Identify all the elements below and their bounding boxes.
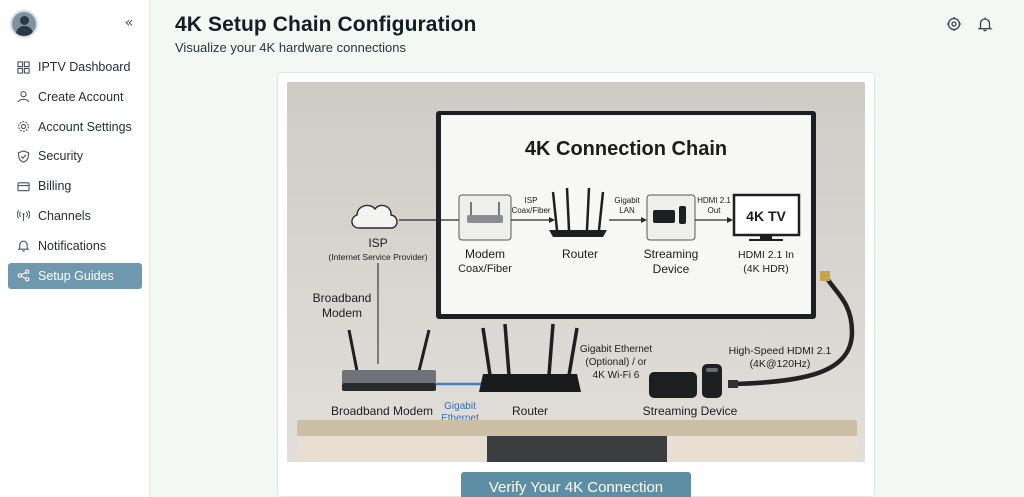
sidebar-item-label: Notifications [38,238,107,253]
svg-text:HDMI 2.1 In: HDMI 2.1 In [738,249,794,261]
svg-text:Router: Router [562,247,598,261]
sidebar-item-channels[interactable]: Channels [8,203,142,229]
sidebar: « IPTV Dashboard Create Account Account … [0,0,150,497]
cloud-icon [351,204,398,229]
double-chevron-left-icon[interactable]: « [124,15,134,31]
sidebar-item-label: Security [38,149,84,164]
sidebar-item-billing[interactable]: Billing [8,173,142,199]
svg-text:Coax/Fiber: Coax/Fiber [511,206,550,215]
tv-title: 4K Connection Chain [525,138,727,160]
sidebar-item-label: Create Account [38,89,124,104]
svg-text:Modem: Modem [322,306,362,320]
sidebar-item-create-account[interactable]: Create Account [8,84,142,110]
svg-text:(Internet Service Provider): (Internet Service Provider) [328,252,427,262]
svg-text:Coax/Fiber: Coax/Fiber [458,263,512,275]
svg-text:Broadband: Broadband [313,291,372,305]
avatar[interactable] [10,10,38,38]
sidebar-item-label: Channels [38,208,91,223]
svg-text:ISP: ISP [525,196,538,205]
svg-text:Streaming Device: Streaming Device [643,404,738,418]
svg-text:Out: Out [708,206,722,215]
broadband-modem-icon [342,329,436,391]
router-icon [479,323,581,392]
svg-text:Broadband Modem: Broadband Modem [331,404,433,418]
svg-text:Router: Router [512,404,548,418]
svg-text:High-Speed HDMI 2.1: High-Speed HDMI 2.1 [729,345,832,357]
svg-text:Gigabit: Gigabit [444,401,476,412]
router-icon [549,187,607,237]
sidebar-item-notifications[interactable]: Notifications [8,233,142,259]
connection-diagram: 4K Connection Chain ISP (Internet Servic… [287,82,865,462]
sidebar-item-iptv-dashboard[interactable]: IPTV Dashboard [8,54,142,80]
sidebar-item-setup-guides[interactable]: Setup Guides [8,262,142,289]
sidebar-item-security[interactable]: Security [8,143,142,169]
sidebar-item-label: Billing [38,179,72,194]
svg-text:Device: Device [653,262,690,276]
user-icon [16,90,30,104]
verify-4k-connection-button[interactable]: Verify Your 4K Connection [461,472,691,497]
svg-text:4K TV: 4K TV [746,208,786,224]
svg-text:Streaming: Streaming [644,247,699,261]
bell-icon [16,239,30,253]
svg-text:(4K HDR): (4K HDR) [743,263,789,275]
sidebar-nav: IPTV Dashboard Create Account Account Se… [8,54,142,292]
svg-text:(Optional) / or: (Optional) / or [585,357,647,368]
bell-icon[interactable] [977,16,993,32]
svg-text:Ethernet: Ethernet [441,413,479,424]
svg-text:Modem: Modem [465,247,505,261]
svg-text:4K Wi-Fi 6: 4K Wi-Fi 6 [593,370,640,381]
share-icon [16,269,30,283]
page-subtitle: Visualize your 4K hardware connections [175,40,407,55]
gear-icon [16,120,30,134]
sidebar-item-label: Setup Guides [38,268,114,283]
antenna-icon [16,209,30,223]
svg-text:ISP: ISP [368,236,387,250]
streaming-device-icon [649,364,722,398]
svg-text:(4K@120Hz): (4K@120Hz) [750,358,811,370]
svg-text:LAN: LAN [619,206,635,215]
sidebar-item-account-settings[interactable]: Account Settings [8,114,142,140]
svg-text:Gigabit: Gigabit [614,196,640,205]
settings-icon[interactable] [946,16,962,32]
svg-text:HDMI 2.1: HDMI 2.1 [697,196,731,205]
card-icon [16,179,30,193]
sidebar-item-label: Account Settings [38,119,132,134]
shield-icon [16,149,30,163]
grid-icon [16,60,30,74]
svg-text:Gigabit Ethernet: Gigabit Ethernet [580,344,652,355]
page-title: 4K Setup Chain Configuration [175,13,477,36]
sidebar-item-label: IPTV Dashboard [38,60,131,74]
